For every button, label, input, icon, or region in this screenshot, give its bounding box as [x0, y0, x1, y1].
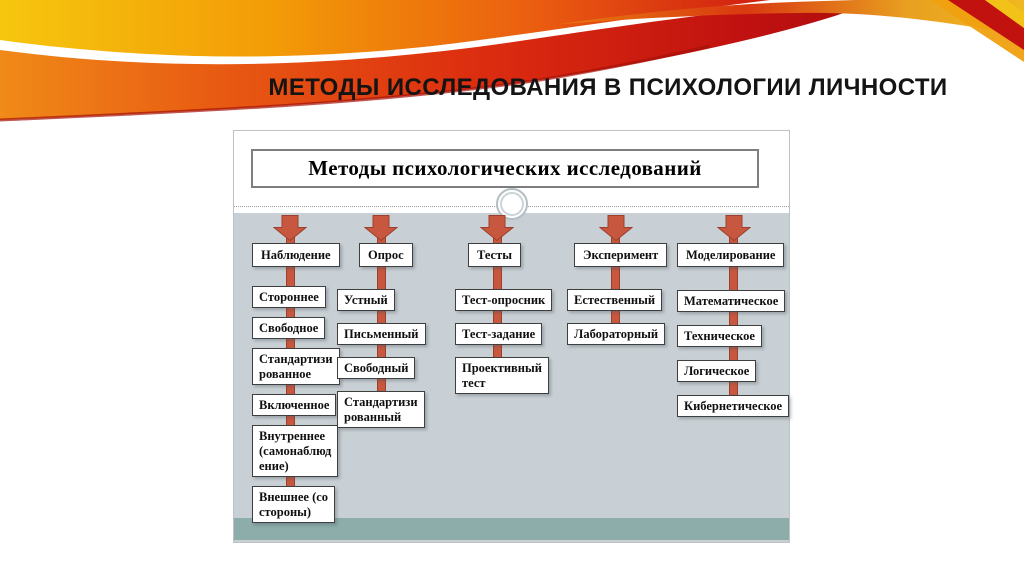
- method-box: Внутреннее (самонаблюд ение): [252, 425, 339, 477]
- method-box: Математическое: [677, 290, 786, 312]
- method-box: Свободное: [252, 317, 326, 339]
- method-box: Свободный: [337, 357, 416, 379]
- method-box: Лабораторный: [567, 323, 666, 345]
- method-box: Устный: [337, 289, 395, 311]
- method-box: Включенное: [252, 394, 337, 416]
- method-box: Тест-задание: [455, 323, 543, 345]
- category-box-nablyudenie: Наблюдение: [252, 243, 340, 267]
- diagram-title: Методы психологических исследований: [308, 156, 702, 180]
- method-box: Тест-опросник: [455, 289, 553, 311]
- down-arrow-icon: [480, 215, 514, 241]
- method-box: Письменный: [337, 323, 426, 345]
- diagram-title-box: Методы психологических исследований: [251, 149, 759, 188]
- method-box: Проективный тест: [455, 357, 549, 394]
- method-box: Стандартизи рованный: [337, 391, 425, 428]
- category-box-modelirovanie: Моделирование: [677, 243, 785, 267]
- decorative-swoosh: [0, 0, 1024, 122]
- category-box-eksperiment: Эксперимент: [574, 243, 668, 267]
- category-box-testy: Тесты: [468, 243, 522, 267]
- down-arrow-icon: [599, 215, 633, 241]
- page-title: МЕТОДЫ ИССЛЕДОВАНИЯ В ПСИХОЛОГИИ ЛИЧНОСТ…: [268, 74, 948, 101]
- method-box: Естественный: [567, 289, 663, 311]
- method-box: Техническое: [677, 325, 762, 347]
- method-box: Стороннее: [252, 286, 326, 308]
- method-box: Стандартизи рованное: [252, 348, 340, 385]
- down-arrow-icon: [273, 215, 307, 241]
- connector-line: [611, 235, 620, 336]
- method-box: Кибернетическое: [677, 395, 790, 417]
- diagram-panel: Методы психологических исследований Набл…: [233, 130, 790, 543]
- bottom-accent-bar: [234, 518, 789, 540]
- down-arrow-icon: [364, 215, 398, 241]
- down-arrow-icon: [717, 215, 751, 241]
- connector-line: [729, 235, 738, 409]
- category-box-opros: Опрос: [359, 243, 413, 267]
- method-box: Внешнее (со стороны): [252, 486, 336, 523]
- method-box: Логическое: [677, 360, 757, 382]
- circle-ornament: [496, 188, 528, 220]
